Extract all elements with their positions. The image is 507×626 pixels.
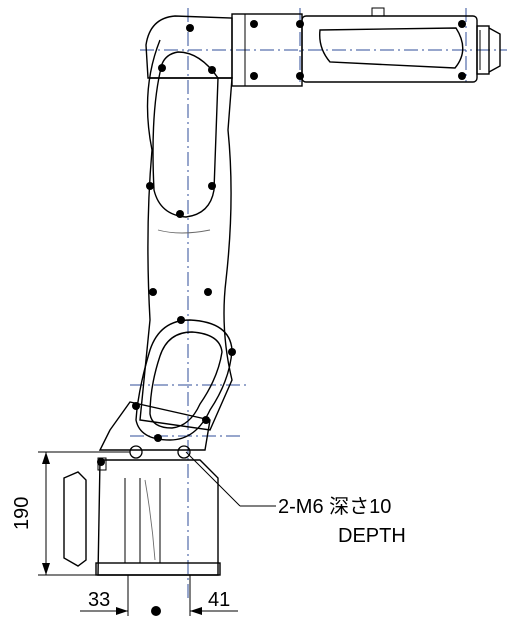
callout-text-line1: 2-M6 深さ10 [278,496,392,518]
mount-hole-right [177,445,191,459]
bolt [208,182,216,190]
lower-arm-cover [135,319,233,441]
base-body [97,459,219,576]
mount-hole-left [129,445,143,459]
left-offset-label: 33 [88,589,111,611]
leader-diagonal [185,451,241,507]
arrow-down [42,563,50,575]
bolt [250,20,258,28]
bolt [296,20,304,28]
bolt [204,288,212,296]
height-dimension [38,451,130,576]
wrist-cover [319,27,464,69]
center-point [151,606,161,616]
bolt [458,20,466,28]
base [63,401,221,576]
base-plate [95,562,221,576]
bolt [202,416,210,424]
base-ribs [124,478,161,563]
flange [476,25,490,75]
wrist-link [301,15,478,83]
upper-arm-cover [152,51,219,218]
arrow-right [190,607,202,615]
bolt [132,402,140,410]
bolt [250,72,258,80]
lower-arm-inner [149,331,223,429]
bolt [208,66,216,74]
bolt [228,348,236,356]
upper-arm-outline [139,39,233,431]
upper-arm [135,39,233,441]
connector-bracket [63,471,87,567]
bolt [154,434,162,442]
forearm [145,7,501,87]
arrow-up [42,452,50,464]
offset-dimension [80,575,238,616]
callout-leader [185,451,276,507]
bolt [296,72,304,80]
bolt [146,182,154,190]
upper-arm-seam [157,229,211,234]
wrist-connector [371,7,385,17]
bolt [176,210,184,218]
bolt [177,316,185,324]
right-offset-label: 41 [208,589,231,611]
tool-flange [488,27,501,73]
bolt [149,288,157,296]
bolt [158,64,166,72]
bolt [458,72,466,80]
bolt [97,458,105,466]
base-cable-ghost [144,479,156,561]
bolt [186,24,194,32]
arrow-left [116,607,128,615]
bolts [97,20,466,466]
joint1-housing [98,401,211,451]
callout-text-line2: DEPTH [338,525,406,547]
height-dimension-label: 190 [11,496,33,530]
